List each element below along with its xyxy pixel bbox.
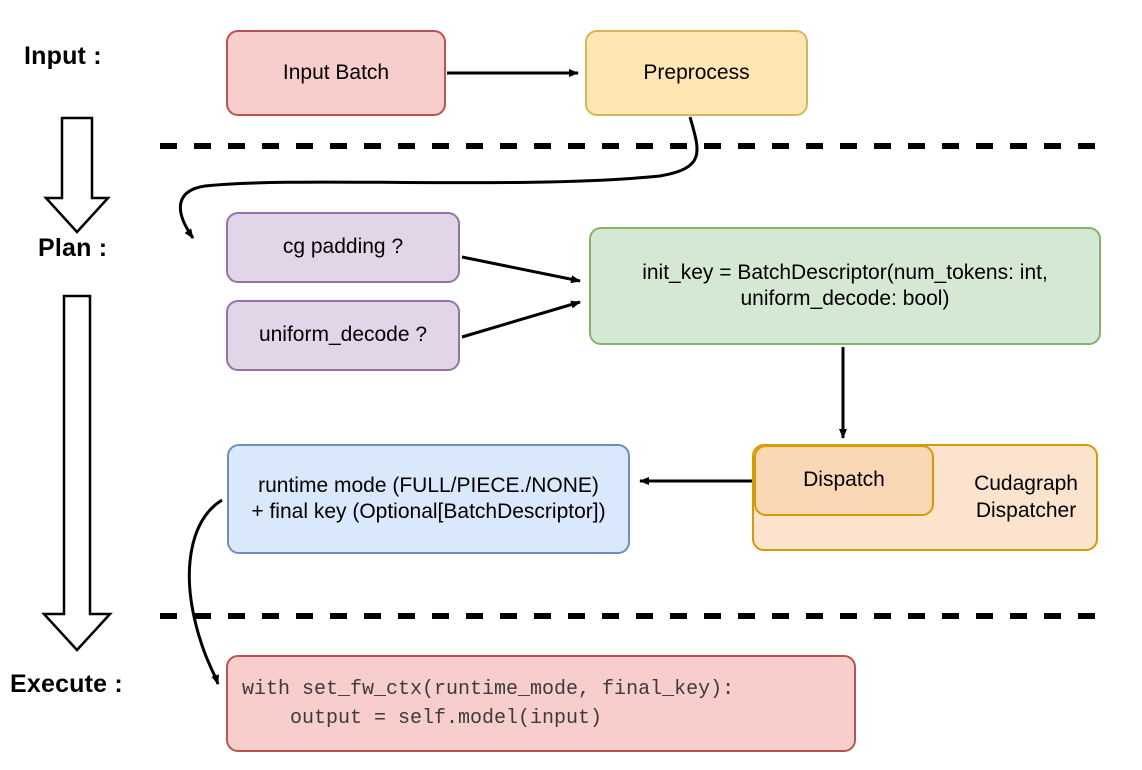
edge-runtime-mode-to-execute-code [187,498,223,685]
node-execute-code[interactable]: with set_fw_ctx(runtime_mode, final_key)… [226,655,856,752]
node-runtime-mode[interactable]: runtime mode (FULL/PIECE./NONE) + final … [227,444,630,554]
edge-cg-padding-to-init-key [461,255,581,284]
stage-label-input: Input : [24,42,102,70]
stage-label-plan: Plan : [38,234,108,262]
node-uniform-decode[interactable]: uniform_decode ? [226,300,460,371]
node-preprocess[interactable]: Preprocess [585,30,808,116]
edge-uniform-decode-to-init-key [461,300,581,339]
plan-to-execute-flow-arrow [41,294,113,652]
node-init-key[interactable]: init_key = BatchDescriptor(num_tokens: i… [589,227,1101,345]
input-to-plan-flow-arrow [43,116,111,234]
node-input-batch[interactable]: Input Batch [226,30,446,116]
node-dispatch[interactable]: Dispatch [754,445,934,516]
stage-label-execute: Execute : [10,670,123,698]
node-cg-padding[interactable]: cg padding ? [226,212,460,283]
